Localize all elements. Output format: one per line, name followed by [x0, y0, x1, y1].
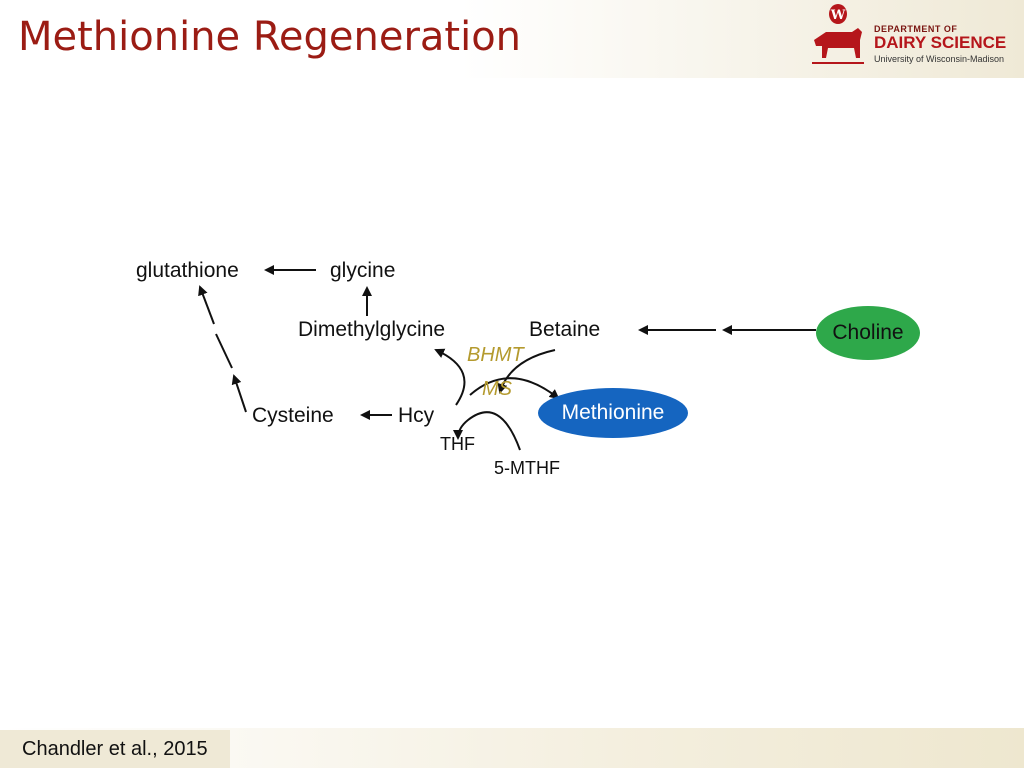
node-choline: Choline — [816, 306, 920, 360]
node-glutathione: glutathione — [136, 259, 239, 282]
node-methionine-label: Methionine — [561, 401, 665, 424]
node-methionine: Methionine — [538, 388, 688, 438]
arrow-cysteine-to-glutathione-segment-1 — [231, 374, 247, 413]
node-hcy: Hcy — [398, 404, 435, 427]
department-logo: W DEPARTMENT OF DAIRY SCIENCE University… — [806, 2, 1020, 76]
node-choline-label: Choline — [832, 321, 904, 344]
ms-curve-bottom — [453, 411, 521, 451]
logo-line-3: University of Wisconsin-Madison — [874, 54, 1005, 64]
ms-curve-top — [469, 377, 560, 400]
citation-box: Chandler et al., 2015 — [0, 730, 230, 768]
logo-line-2: DAIRY SCIENCE — [874, 33, 1007, 52]
crest-letter: W — [830, 8, 846, 23]
bhmt-curve-left — [434, 348, 466, 406]
node-thf: THF — [440, 434, 475, 454]
bhmt-curve-right — [497, 349, 556, 394]
node-betaine: Betaine — [529, 318, 601, 341]
node-cysteine: Cysteine — [252, 404, 334, 427]
node-5-mthf: 5-MTHF — [494, 458, 560, 478]
slide-title: Methionine Regeneration — [18, 14, 522, 60]
arrow-cysteine-to-glutathione-segment-3 — [198, 285, 215, 325]
arrow-cysteine-to-glutathione-segment-2 — [215, 333, 233, 369]
enzyme-bhmt: BHMT — [467, 344, 524, 366]
node-dimethylglycine: Dimethylglycine — [298, 318, 446, 341]
citation-text: Chandler et al., 2015 — [22, 738, 208, 760]
logo-line-1: DEPARTMENT OF — [874, 24, 958, 34]
enzyme-ms: MS — [482, 378, 512, 400]
cow-crest-icon: W — [812, 4, 864, 64]
node-glycine: glycine — [330, 259, 396, 282]
